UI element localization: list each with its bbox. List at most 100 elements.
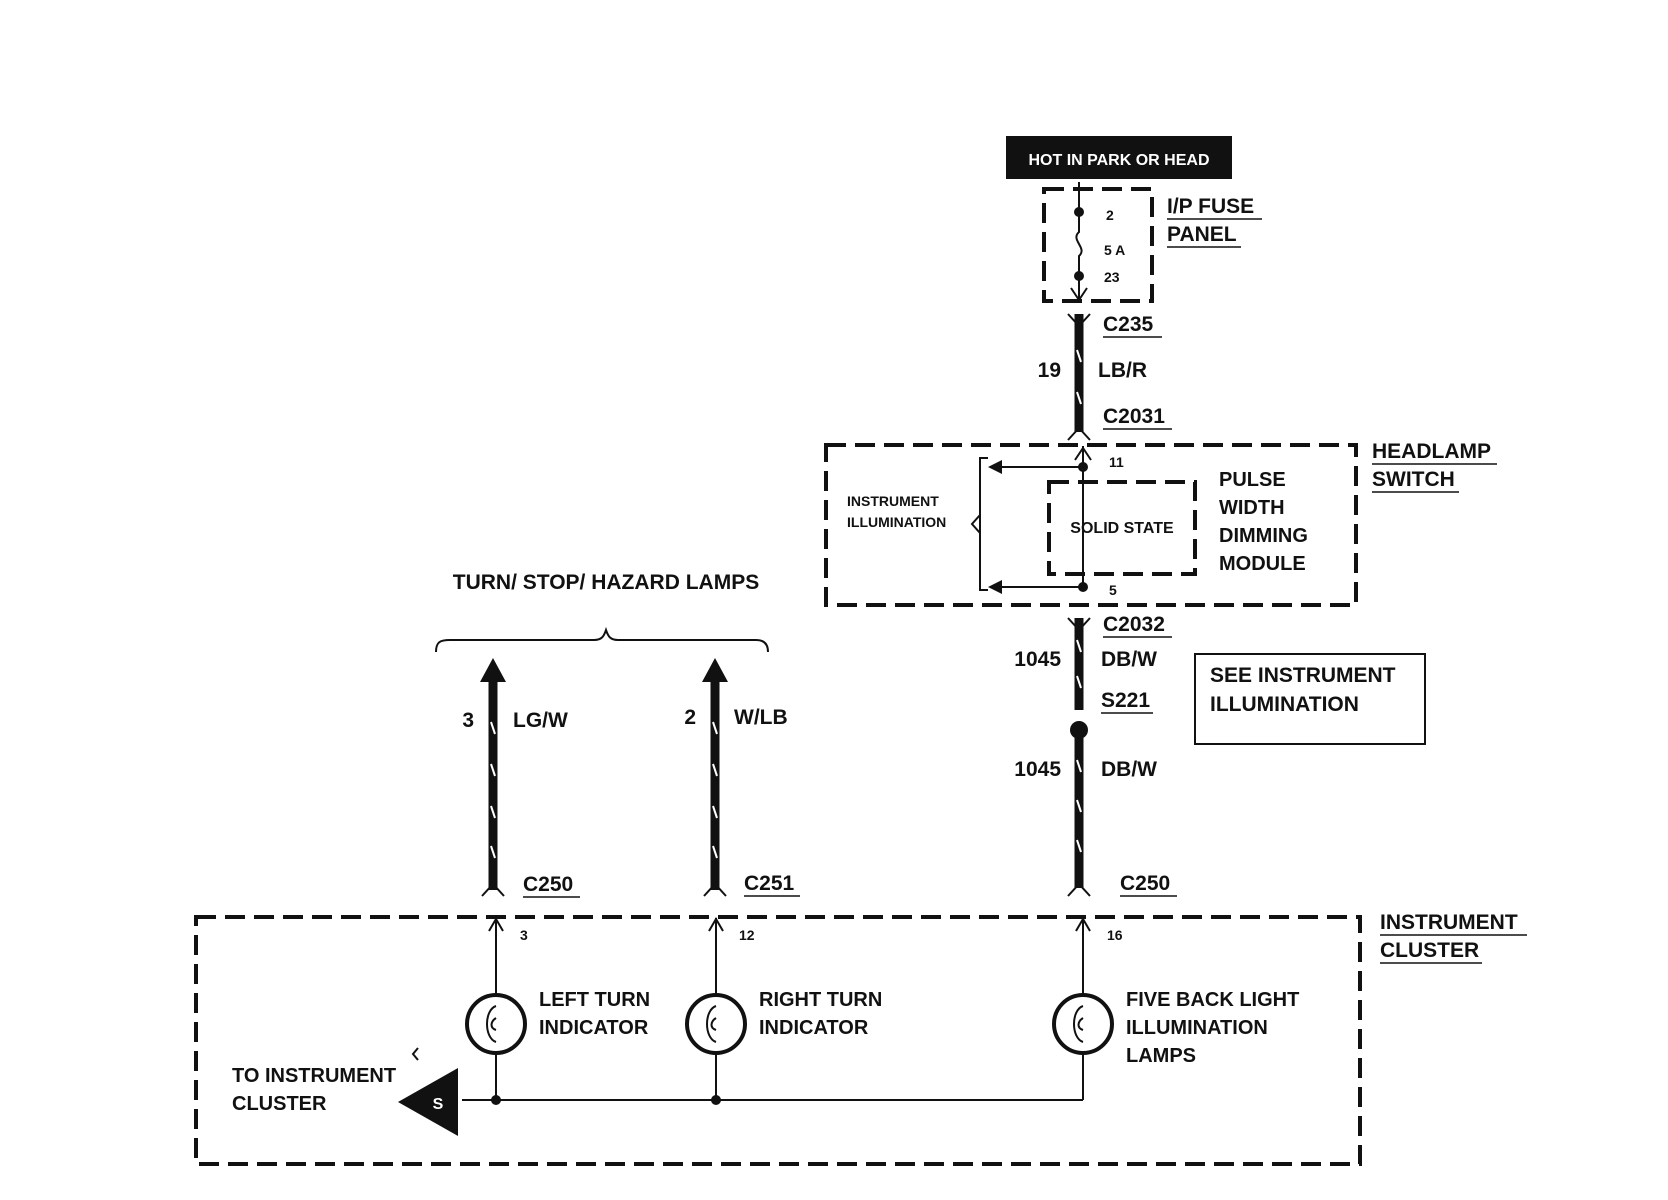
switch-bottom-arrow	[988, 580, 1002, 594]
turn-lamps-brace	[435, 626, 769, 653]
dimmer-wire: C2032 1045 DB/W S221	[1014, 613, 1172, 739]
instrument-illumination-2: ILLUMINATION	[847, 514, 946, 530]
right-stripe-2	[712, 763, 718, 777]
backlight-lamp-arrow	[1075, 917, 1091, 932]
splice-stripe-2	[1076, 799, 1082, 813]
right-stripe-3	[712, 805, 718, 819]
switch-pin-top: 11	[1109, 454, 1124, 470]
dimmer-color: DB/W	[1101, 648, 1157, 671]
left-turn-color: LG/W	[513, 709, 568, 732]
fuse-panel-name-1: I/P FUSE	[1167, 195, 1254, 218]
c250-right-fork	[1067, 882, 1091, 897]
left-lamp-filament	[486, 1005, 497, 1043]
right-bus-dot	[711, 1095, 721, 1105]
left-turn-label-2: INDICATOR	[539, 1017, 649, 1039]
splice-stripe-1	[1076, 759, 1082, 773]
headlamp-switch-name-2: SWITCH	[1372, 468, 1455, 491]
power-source-label: HOT IN PARK OR HEAD	[1028, 152, 1209, 169]
see-note: SEE INSTRUMENT ILLUMINATION	[1194, 653, 1426, 745]
solid-state-label: SOLID STATE	[1070, 520, 1174, 537]
left-stripe-1	[490, 721, 496, 735]
fuse-panel-outline	[1042, 187, 1154, 303]
backlight-lamp-filament	[1073, 1005, 1084, 1043]
feed-color: LB/R	[1098, 359, 1147, 382]
right-turn-label-1: RIGHT TURN	[759, 989, 882, 1011]
feed-stripe-2	[1076, 391, 1082, 405]
left-turn-label-1: LEFT TURN	[539, 989, 650, 1011]
instrument-cluster-outline	[194, 915, 1362, 1166]
left-stripe-3	[490, 805, 496, 819]
c250-left-label: C250	[523, 873, 573, 896]
right-lamp-filament	[706, 1005, 717, 1043]
see-note-box	[1194, 653, 1426, 745]
splice-circuit: 1045	[1014, 758, 1061, 781]
splice-color: DB/W	[1101, 758, 1157, 781]
power-source: HOT IN PARK OR HEAD	[1006, 136, 1232, 179]
left-stripe-4	[490, 845, 496, 859]
c251-fork	[703, 882, 727, 897]
c235-label: C235	[1103, 313, 1154, 336]
dimmer-stripe-1	[1076, 639, 1082, 653]
solid-state-box	[1047, 480, 1197, 576]
backlight-lamp-icon	[1052, 993, 1114, 1055]
right-stripe-1	[712, 721, 718, 735]
fuse-panel: 2 5 A 23 I/P FUSE PANEL	[1042, 182, 1262, 303]
left-lamp-ring	[465, 993, 527, 1055]
backlight-label-1: FIVE BACK LIGHT	[1126, 989, 1299, 1011]
switch-bracket-point	[970, 514, 981, 534]
see-note-line-1: SEE INSTRUMENT	[1210, 664, 1396, 687]
c250-right-label: C250	[1120, 872, 1170, 895]
backlight-label-3: LAMPS	[1126, 1045, 1196, 1067]
module-line-3: DIMMING	[1219, 525, 1308, 547]
dimmer-circuit: 1045	[1014, 648, 1061, 671]
right-turn-arrow	[702, 658, 728, 682]
module-line-4: MODULE	[1219, 553, 1306, 575]
backlight-label-2: ILLUMINATION	[1126, 1017, 1268, 1039]
right-stripe-4	[712, 845, 718, 859]
fuse-pin-out: 23	[1104, 269, 1120, 285]
left-turn-circuit: 3	[462, 709, 474, 732]
c2032-label: C2032	[1103, 613, 1165, 636]
switch-bracket	[979, 457, 988, 591]
feed-wire: C235 19 LB/R C2031	[1038, 313, 1172, 441]
feed-circuit: 19	[1038, 359, 1061, 382]
to-cluster-label-1: TO INSTRUMENT	[232, 1065, 396, 1087]
s221-label: S221	[1101, 689, 1150, 712]
fuse-element	[1075, 212, 1083, 276]
to-cluster-label-2: CLUSTER	[232, 1093, 327, 1115]
cluster-name-2: CLUSTER	[1380, 939, 1479, 962]
left-turn-arrow	[480, 658, 506, 682]
switch-in-arrow	[1074, 446, 1092, 461]
right-lamp-ring	[685, 993, 747, 1055]
ground-triangle-icon	[398, 1068, 458, 1136]
instrument-cluster: INSTRUMENT CLUSTER 3 12 16 LE	[194, 911, 1527, 1166]
left-stripe-2	[490, 763, 496, 777]
c250-left-fork	[481, 882, 505, 897]
fuse-pin-in: 2	[1106, 207, 1114, 223]
left-turn-lamp-icon	[465, 993, 527, 1055]
dimmer-stripe-2	[1076, 675, 1082, 689]
headlamp-switch: INSTRUMENT ILLUMINATION SOLID STATE PULS…	[824, 440, 1497, 607]
switch-pin-bottom: 5	[1109, 582, 1117, 598]
splice-stripe-3	[1076, 839, 1082, 853]
cluster-pin-left: 3	[520, 927, 528, 943]
headlamp-switch-name-1: HEADLAMP	[1372, 440, 1491, 463]
ground-pointer	[411, 1047, 419, 1061]
right-turn-label-2: INDICATOR	[759, 1017, 869, 1039]
power-source-box	[1006, 136, 1232, 179]
fuse-rating: 5 A	[1104, 242, 1125, 258]
fuse-panel-name-2: PANEL	[1167, 223, 1237, 246]
c251-label: C251	[744, 872, 795, 895]
right-lamp-arrow	[708, 917, 724, 932]
right-turn-color: W/LB	[734, 706, 788, 729]
right-turn-circuit: 2	[684, 706, 696, 729]
switch-top-arrow	[988, 460, 1002, 474]
module-line-1: PULSE	[1219, 469, 1286, 491]
cluster-name-1: INSTRUMENT	[1380, 911, 1518, 934]
headlamp-switch-outline	[824, 443, 1358, 607]
left-bus-dot	[491, 1095, 501, 1105]
splice-wire: 1045 DB/W C250	[1014, 738, 1177, 897]
right-turn-lamp-icon	[685, 993, 747, 1055]
c2031-label: C2031	[1103, 405, 1165, 428]
